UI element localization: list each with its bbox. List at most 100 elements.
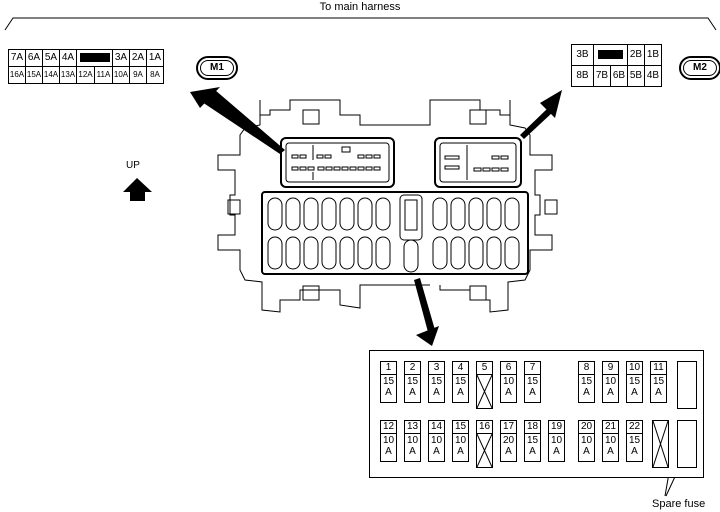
fuse-number: 2 — [405, 362, 420, 375]
fuse-amps: 10 — [580, 435, 593, 446]
fuse-socket — [303, 197, 319, 231]
m2-pointer-arrow — [520, 108, 553, 139]
m1-pointer-arrow-head — [190, 87, 220, 108]
fuse-socket — [375, 236, 391, 270]
fuse-amps: 20 — [502, 435, 515, 446]
fuse-number: 9 — [603, 362, 618, 375]
pin-cell: 14A — [42, 66, 60, 84]
fuse-unit: A — [505, 446, 512, 457]
up-label: UP — [126, 160, 140, 171]
fuse-socket — [375, 197, 391, 231]
fuse-socket — [321, 197, 337, 231]
fuse-amps: 15 — [430, 376, 443, 387]
fuse-amps: 10 — [454, 435, 467, 446]
pin-cell: 9A — [129, 66, 147, 84]
fuse-number: 8 — [579, 362, 594, 375]
fuse-number: 4 — [453, 362, 468, 375]
fuse-amps: 10 — [604, 376, 617, 387]
fuse-number: 11 — [651, 362, 666, 375]
m2-connector-socket — [434, 137, 522, 188]
fuse-amps: 15 — [628, 435, 641, 446]
pin-cell: 10A — [112, 66, 130, 84]
pin-cell: 7B — [593, 65, 611, 87]
fuse-number: 13 — [405, 421, 420, 434]
harness-bracket — [4, 17, 717, 31]
fuse-block-fuses — [267, 197, 520, 273]
fuse-socket — [339, 236, 355, 270]
fuse-number: 17 — [501, 421, 516, 434]
m2-connector-pinout: 3B 2B 1B 8B 7B 6B 5B 4B — [571, 44, 662, 87]
m1-connector-pinout: 7A 6A 5A 4A 3A 2A 1A 16A 15A 14A 13A 12A… — [8, 49, 164, 84]
relay-slot — [399, 194, 423, 241]
fuse-socket — [285, 197, 301, 231]
fuse-amps: 15 — [526, 376, 539, 387]
fuse-unit: A — [505, 387, 512, 398]
fuse-unit: A — [409, 446, 416, 457]
fuse-socket — [450, 236, 466, 270]
empty-slot-x-icon — [477, 375, 492, 408]
fuse-housing-outline — [217, 99, 553, 313]
fuse-5: 5 — [476, 361, 493, 409]
pin-cell: 1A — [146, 49, 164, 67]
fuse-number: 19 — [549, 421, 564, 434]
fuse-panel-pointer-arrow — [414, 278, 435, 332]
up-arrow-icon — [123, 178, 152, 201]
pin-cell: 4B — [644, 65, 662, 87]
pin-cell-blocked — [593, 44, 628, 66]
pin-cell: 2A — [129, 49, 147, 67]
pin-cell: 3B — [571, 44, 594, 66]
fuse-unit: A — [433, 387, 440, 398]
housing-tab — [227, 199, 241, 215]
fuse-socket — [339, 197, 355, 231]
fuse-socket — [468, 236, 484, 270]
fuse-unit: A — [409, 387, 416, 398]
pin-cell: 5B — [627, 65, 645, 87]
fuse-number: 16 — [477, 421, 492, 434]
fuse-socket — [486, 197, 502, 231]
fuse-number: 1 — [381, 362, 396, 375]
fuse-number: 18 — [525, 421, 540, 434]
fuse-slot-empty — [652, 420, 669, 468]
pin-cell: 8B — [571, 65, 594, 87]
fuse-unit: A — [583, 387, 590, 398]
housing-tab — [302, 285, 320, 301]
fuse-amps: 10 — [406, 435, 419, 446]
fuse-socket — [504, 236, 520, 270]
fuse-number: 12 — [381, 421, 396, 434]
fuse-amps: 10 — [604, 435, 617, 446]
m2-pin-slots — [444, 145, 509, 180]
empty-slot-x-icon — [477, 434, 492, 467]
pin-cell: 12A — [76, 66, 95, 84]
fuse-amps: 15 — [406, 376, 419, 387]
pin-cell: 6A — [25, 49, 43, 67]
fuse-number: 22 — [627, 421, 642, 434]
fuse-socket — [504, 197, 520, 231]
fuse-amps: 15 — [580, 376, 593, 387]
pin-cell: 15A — [25, 66, 43, 84]
